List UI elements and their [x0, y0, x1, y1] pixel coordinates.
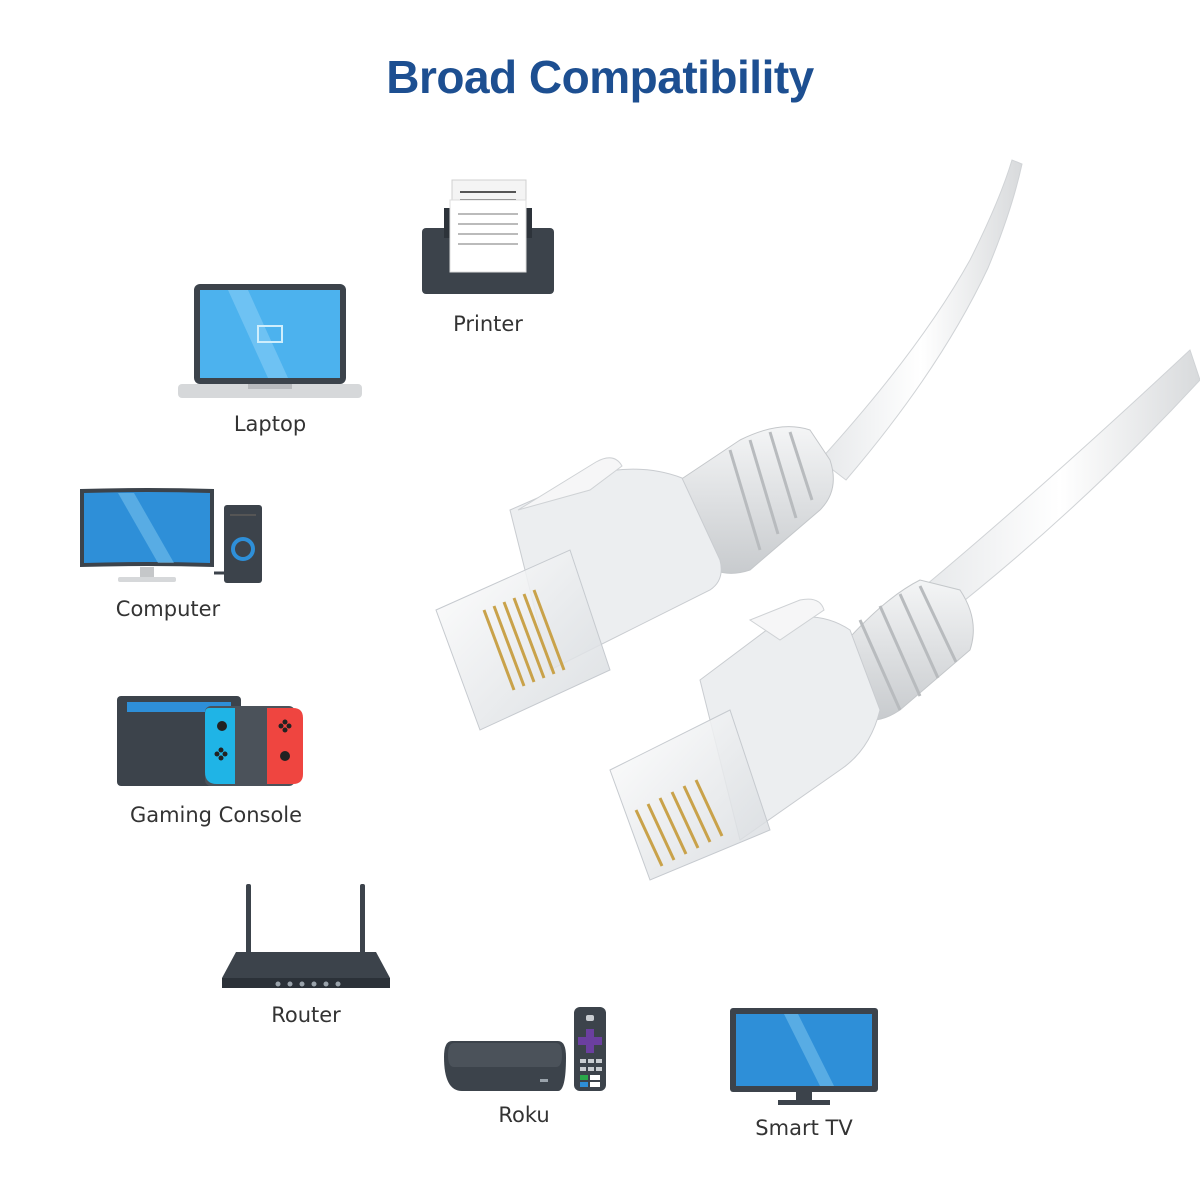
gaming-console-icon — [117, 694, 331, 788]
page-title: Broad Compatibility — [386, 51, 814, 103]
printer-label: Printer — [453, 312, 523, 336]
computer-label: Computer — [115, 597, 221, 621]
smart-tv-label: Smart TV — [755, 1116, 853, 1140]
laptop-label: Laptop — [233, 412, 307, 436]
smart-tv-icon — [730, 1008, 878, 1106]
roku-icon — [440, 1005, 610, 1093]
computer-icon — [78, 487, 268, 587]
laptop-icon — [178, 284, 362, 402]
router-icon — [220, 880, 392, 996]
ethernet-cable-image — [400, 150, 1200, 894]
printer-icon — [420, 178, 556, 296]
gaming-console-label: Gaming Console — [129, 803, 303, 827]
roku-label: Roku — [498, 1103, 550, 1127]
router-label: Router — [271, 1003, 341, 1027]
